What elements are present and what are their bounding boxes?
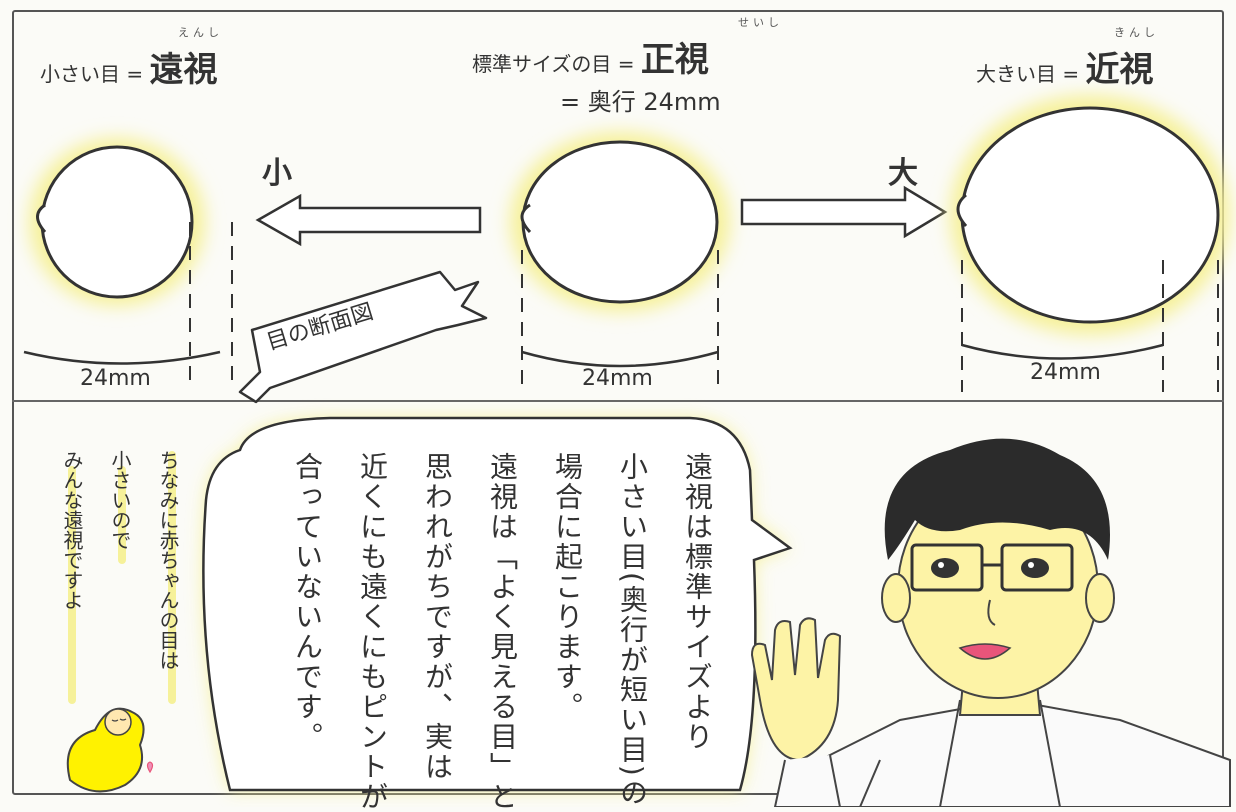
enlarge-arrow [740,185,948,239]
small-eye-dimension: 24mm [80,366,151,391]
note-highlights [68,451,176,704]
speech-bubble-shape [202,416,793,792]
cross-section-banner [238,270,488,404]
emmetropia-term: 正視 [640,40,709,80]
myopia-reading: きんし [1114,26,1159,39]
large-eye-heading: 大きい目 = 近視 [976,42,1153,91]
small-eye-prefix: 小さい目 = [40,62,150,86]
standard-eye-dimension: 24mm [582,366,653,391]
small-eye-diagram [23,138,233,390]
emmetropia-reading: せいし [738,16,783,29]
hyperopia-term: 遠視 [149,50,218,90]
panel-divider [12,400,1224,402]
large-arrow-label: 大 [888,156,918,191]
small-arrow-label: 小 [262,156,292,191]
hyperopia-reading: えんし [178,26,223,39]
doctor-illustration [750,438,1231,807]
standard-eye-depth: = 奥行 24mm [560,88,721,116]
standard-eye-diagram [510,132,730,392]
baby-note-text: ちなみに赤ちゃんの目は 小さいので みんな遠視ですよ [60,450,180,670]
shrink-arrow [255,193,482,247]
baby-illustration [66,707,154,793]
standard-eye-heading: 標準サイズの目 = 正視 [472,32,709,81]
large-eye-diagram [950,95,1230,392]
myopia-term: 近視 [1085,50,1154,90]
large-eye-prefix: 大きい目 = [976,62,1086,86]
panel-frame [12,10,1224,795]
small-eye-heading: 小さい目 = 遠視 [40,42,217,91]
large-eye-dimension: 24mm [1030,360,1101,385]
standard-eye-prefix: 標準サイズの目 = [472,52,641,76]
speech-bubble-text: 遠視は標準サイズより 小さい目(奥行が短い目)の 場合に起こります。 遠視は「よ… [291,452,714,812]
